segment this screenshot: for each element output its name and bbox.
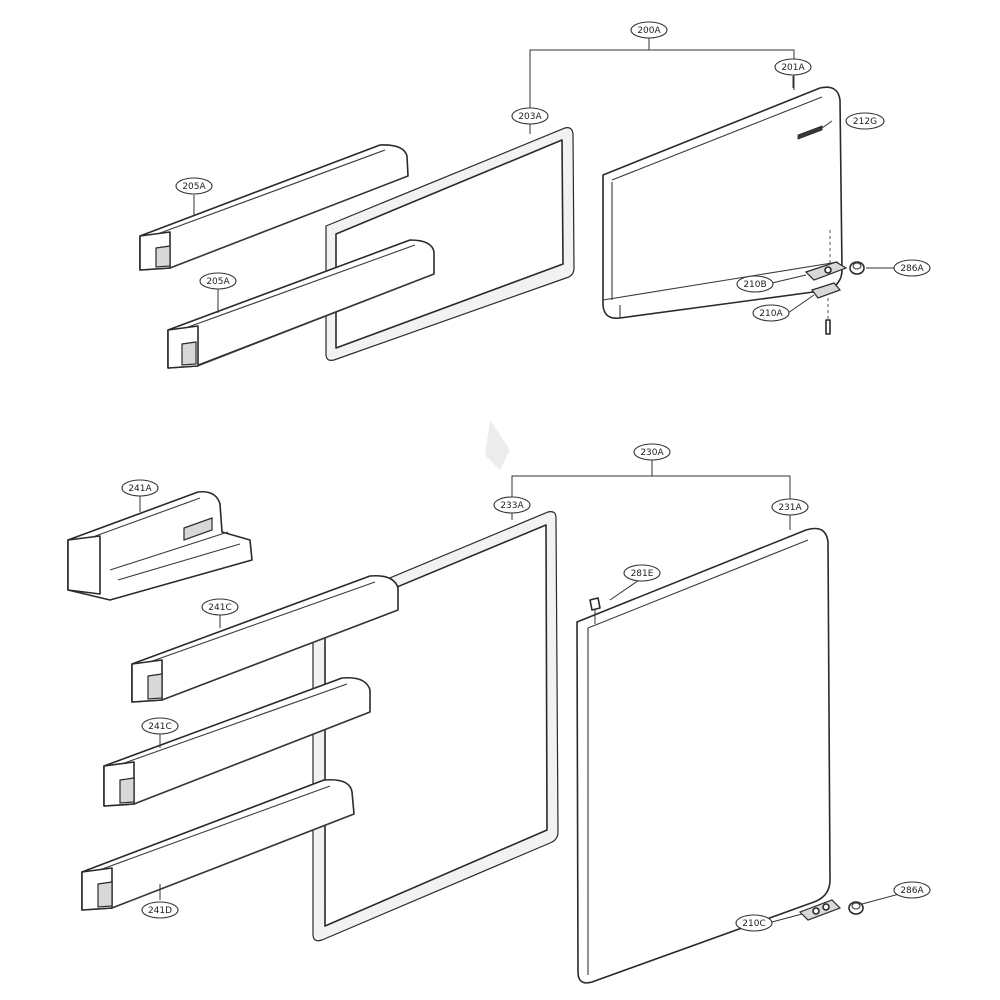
dairy-compartment-241A	[67, 490, 253, 601]
svg-text:203A: 203A	[518, 112, 542, 122]
leader-lines-lower	[139, 460, 904, 923]
callout-241D: 241D	[141, 901, 179, 919]
door-bin-205A-bottom	[167, 239, 435, 369]
svg-text:281E: 281E	[631, 569, 654, 579]
svg-text:212G: 212G	[853, 117, 877, 127]
callout-230A: 230A	[633, 443, 671, 461]
svg-text:200A: 200A	[637, 26, 661, 36]
callout-231A: 231A	[771, 498, 809, 516]
door-cap-281E	[589, 597, 601, 624]
cap-286A-bottom	[848, 901, 864, 915]
callout-286A-bottom: 286A	[893, 881, 931, 899]
door-bin-241D	[81, 778, 355, 911]
svg-text:241C: 241C	[208, 603, 231, 613]
svg-text:286A: 286A	[900, 264, 924, 274]
callout-201A: 201A	[774, 58, 812, 76]
lower-door-231A	[576, 527, 831, 984]
door-bin-241C-top	[131, 574, 399, 703]
door-bin-241C-bottom	[103, 676, 371, 807]
svg-text:210C: 210C	[742, 919, 765, 929]
callout-241C-bottom: 241C	[141, 717, 179, 735]
callout-241A: 241A	[121, 479, 159, 497]
callout-210B: 210B	[736, 275, 774, 293]
svg-text:233A: 233A	[500, 501, 524, 511]
svg-text:205A: 205A	[182, 182, 206, 192]
hinge-210A	[811, 282, 842, 335]
callout-200A: 200A	[630, 21, 668, 39]
svg-text:241A: 241A	[128, 484, 152, 494]
callout-212G: 212G	[845, 112, 885, 130]
svg-text:205A: 205A	[206, 277, 230, 287]
door-bin-205A-top	[139, 144, 409, 271]
svg-text:231A: 231A	[778, 503, 802, 513]
upper-door-201A	[602, 86, 843, 320]
svg-text:241D: 241D	[148, 906, 172, 916]
callout-233A: 233A	[493, 496, 531, 514]
gasket-233A	[312, 511, 559, 942]
svg-text:210B: 210B	[743, 280, 766, 290]
callout-203A: 203A	[511, 107, 549, 125]
callout-205A-top: 205A	[175, 177, 213, 195]
svg-text:230A: 230A	[640, 448, 664, 458]
svg-text:201A: 201A	[781, 63, 805, 73]
callout-286A-top: 286A	[893, 259, 931, 277]
hinge-210B	[804, 230, 848, 281]
hinge-210C	[798, 899, 842, 921]
cap-286A-top	[849, 261, 865, 275]
callout-205A-bottom: 205A	[199, 272, 237, 290]
callout-241C-top: 241C	[201, 598, 239, 616]
svg-text:210A: 210A	[759, 309, 783, 319]
door-handle-212G	[797, 125, 823, 140]
callout-281E: 281E	[623, 564, 661, 582]
callout-210A: 210A	[752, 304, 790, 322]
callout-210C: 210C	[735, 914, 773, 932]
watermark-logo	[485, 420, 510, 470]
svg-text:286A: 286A	[900, 886, 924, 896]
svg-text:241C: 241C	[148, 722, 171, 732]
